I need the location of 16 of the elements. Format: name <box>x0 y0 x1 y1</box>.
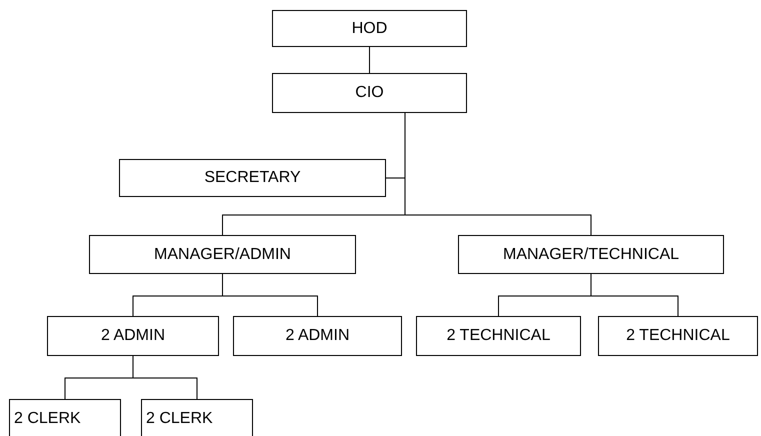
org-box: CIO <box>272 73 467 113</box>
connector-line <box>222 274 318 316</box>
org-box: 2 ADMIN <box>47 316 219 356</box>
org-box: 2 TECHNICAL <box>416 316 581 356</box>
org-box: SECRETARY <box>119 159 386 197</box>
org-box: MANAGER/TECHNICAL <box>458 235 724 274</box>
org-box: HOD <box>272 10 467 47</box>
connector-line <box>369 46 370 74</box>
org-box: 2 TECHNICAL <box>598 316 758 356</box>
org-box: MANAGER/ADMIN <box>89 235 356 274</box>
org-box: 2 ADMIN <box>233 316 402 356</box>
connector-line <box>132 356 198 400</box>
connector-line <box>404 112 592 236</box>
org-box: 2 CLERK <box>9 399 121 436</box>
org-box: 2 CLERK <box>141 399 253 436</box>
connector-line <box>590 274 678 316</box>
